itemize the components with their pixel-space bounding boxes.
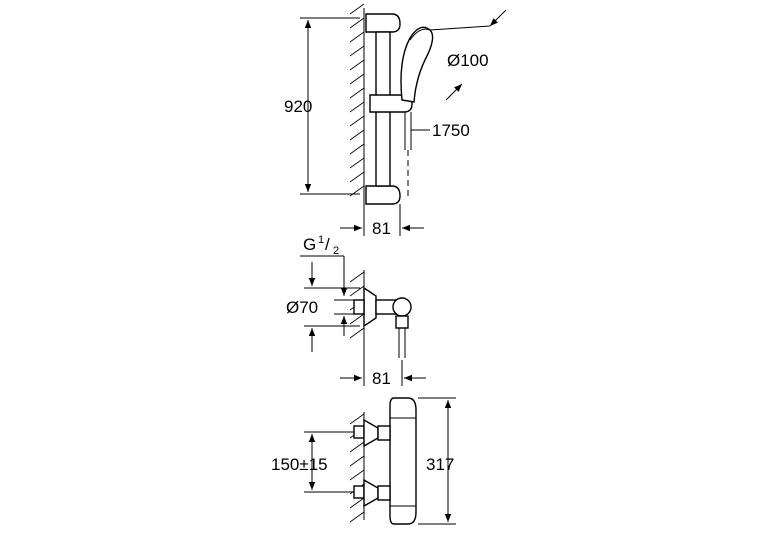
centres-label: 150±15 (271, 455, 328, 474)
lower-union (377, 485, 391, 501)
upper-flange (363, 418, 379, 448)
connection-view: G 1 / 2 Ø7 (286, 234, 426, 388)
lower-flange (363, 478, 379, 508)
thread-label-slash: / (325, 235, 330, 254)
upper-nipple (353, 425, 365, 439)
projection-label-1: 81 (372, 219, 391, 238)
connection-flange (363, 286, 377, 328)
wall-hatch-top (349, 3, 365, 200)
shower-rail-view: 920 Ø100 1750 81 (284, 3, 507, 238)
upper-union (377, 425, 391, 441)
lower-nipple (353, 485, 365, 499)
thread-label-numerator: 1 (318, 234, 324, 246)
handset (400, 26, 434, 103)
handset-diameter-leader-a (489, 9, 507, 27)
thermostat-view: 150±15 317 (271, 397, 456, 525)
handset-diameter-label: Ø100 (447, 51, 489, 70)
hose-length-label: 1750 (432, 121, 470, 140)
body-height-label: 317 (426, 455, 454, 474)
thread-label-denominator: 2 (333, 245, 339, 257)
rail-height-label: 920 (284, 97, 312, 116)
rail-bottom-bracket (365, 185, 401, 205)
handset-head-line (409, 28, 431, 41)
handset-diameter-line (429, 25, 491, 31)
projection-label-2: 81 (372, 369, 391, 388)
handset-diameter-leader-b (445, 83, 463, 101)
thermostat-body (389, 397, 417, 525)
thread-label-main: G (303, 235, 316, 254)
connection-nipple (353, 299, 365, 315)
connection-nut (395, 315, 409, 329)
connection-union (392, 297, 412, 317)
flange-diameter-label: Ø70 (286, 298, 318, 317)
rail-top-bracket (365, 13, 401, 33)
